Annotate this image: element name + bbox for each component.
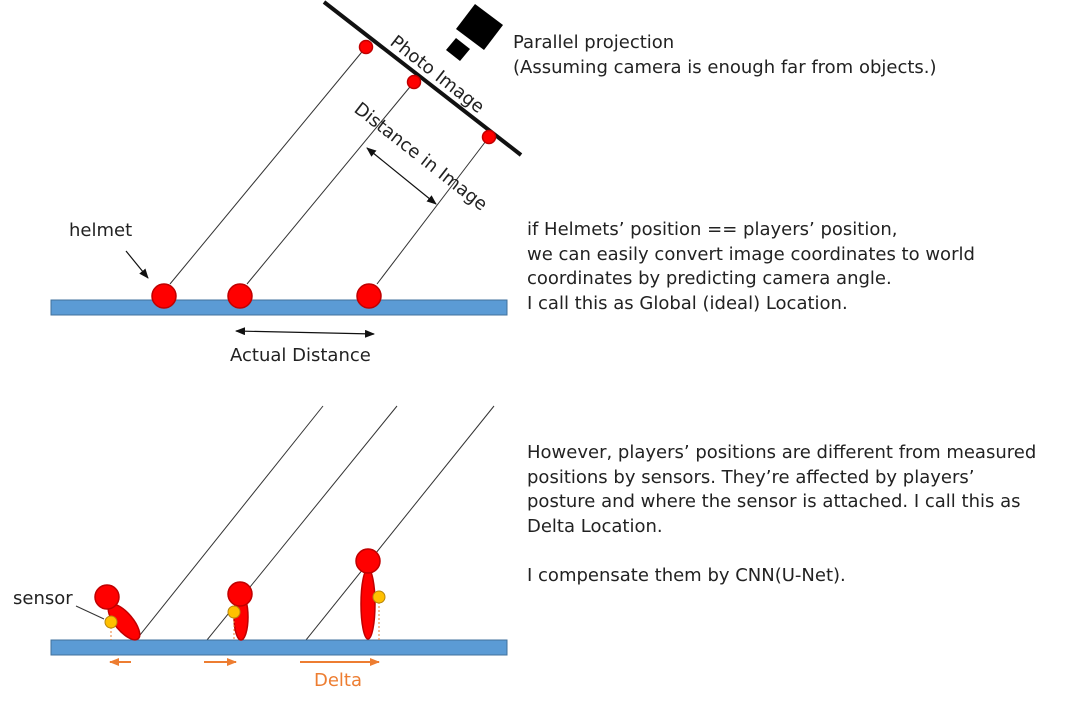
note-line: However, players’ positions are differen…	[527, 442, 1037, 463]
player-bent	[227, 581, 253, 641]
projected-point	[358, 39, 374, 55]
projection-ray	[135, 405, 324, 641]
note-line: I call this as Global (ideal) Location.	[527, 292, 848, 314]
note-line: (Assuming camera is enough far from obje…	[513, 56, 937, 78]
sensor-pointer	[75, 605, 105, 620]
helmet-marker	[356, 283, 382, 309]
projected-point	[406, 74, 422, 90]
camera-icon	[446, 4, 503, 61]
player-leaning	[94, 584, 141, 641]
sensor-label: sensor	[13, 588, 73, 609]
helmet-label: helmet	[69, 220, 132, 241]
global-location-note: if Helmets’ position == players’ positio…	[527, 218, 975, 316]
projected-point	[481, 129, 497, 145]
note-line: posture and where the sensor is attached…	[527, 491, 1021, 512]
projection-ray	[376, 136, 490, 285]
photo-image-plane	[322, 0, 523, 157]
note-line: Delta Location.	[527, 515, 663, 537]
note-line	[527, 539, 1036, 564]
ground-bottom	[50, 639, 508, 656]
projection-note: Parallel projection (Assuming camera is …	[513, 31, 937, 80]
note-line: Parallel projection	[513, 32, 675, 53]
projection-ray	[169, 46, 367, 285]
projection-ray	[246, 81, 415, 285]
delta-location-note: However, players’ positions are differen…	[527, 441, 1036, 588]
sensor-marker	[104, 615, 118, 629]
note-line: we can easily convert image coordinates …	[527, 243, 975, 265]
ground-top	[50, 299, 508, 316]
note-line: positions by sensors. They’re affected b…	[527, 466, 975, 488]
sensor-marker	[372, 590, 386, 604]
actual-distance-label: Actual Distance	[230, 345, 371, 366]
photo-image-label: Photo Image	[386, 31, 488, 117]
distance-in-image-arrow	[366, 147, 437, 205]
actual-distance-arrow	[235, 327, 375, 338]
player-upright	[355, 548, 386, 640]
helmet-pointer-arrow	[125, 250, 149, 279]
note-line: coordinates by predicting camera angle.	[527, 268, 892, 289]
sensor-marker	[227, 605, 241, 619]
note-line: if Helmets’ position == players’ positio…	[527, 219, 898, 240]
delta-label: Delta	[314, 670, 362, 691]
note-line: I compensate them by CNN(U-Net).	[527, 564, 846, 586]
helmet-marker	[227, 283, 253, 309]
projection-ray	[305, 405, 495, 641]
helmet-marker	[151, 283, 177, 309]
